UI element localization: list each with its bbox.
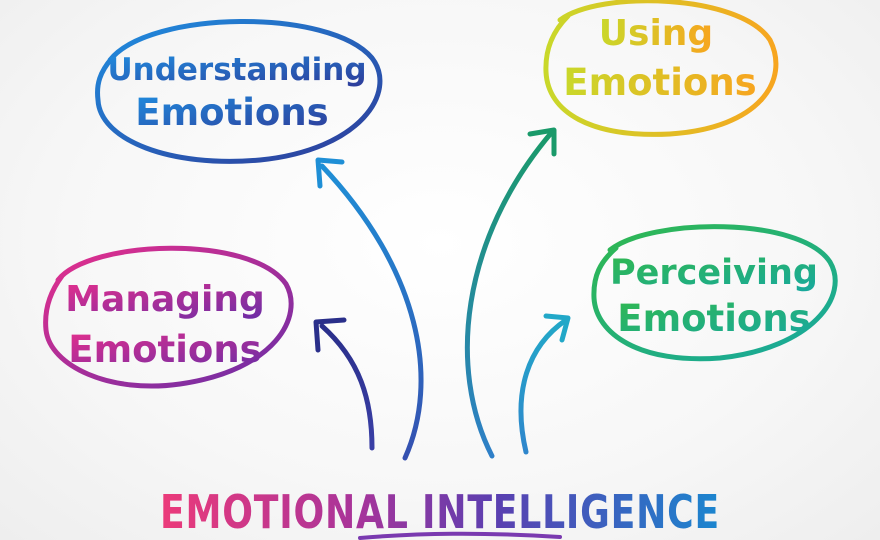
- node-managing: Managing Emotions: [43, 245, 294, 389]
- arrow-to-managing: [313, 317, 375, 451]
- node-perceiving: Perceiving Emotions: [591, 224, 838, 362]
- label-using-line1: Using: [599, 13, 713, 54]
- diagram-title: EMOTIONAL INTELLIGENCE: [160, 485, 720, 539]
- label-perceiving-line2: Emotions: [617, 297, 810, 340]
- arrow-to-understanding: [315, 157, 424, 461]
- bubble-perceiving: [591, 224, 838, 362]
- label-perceiving-line1: Perceiving: [610, 253, 818, 293]
- bubble-using: [543, 0, 779, 137]
- bubble-managing: [43, 245, 294, 389]
- label-managing-line1: Managing: [65, 279, 265, 320]
- label-understanding-line2: Emotions: [135, 91, 328, 134]
- title-underline: [358, 531, 562, 540]
- label-managing-line2: Emotions: [68, 328, 261, 371]
- arrow-to-perceiving: [518, 313, 571, 455]
- bubble-understanding: [95, 19, 383, 164]
- node-understanding: Understanding Emotions: [95, 19, 383, 164]
- label-understanding-line1: Understanding: [107, 52, 366, 88]
- label-using-line2: Emotions: [563, 61, 756, 104]
- arrow-to-using: [464, 127, 557, 459]
- node-using: Using Emotions: [543, 0, 779, 137]
